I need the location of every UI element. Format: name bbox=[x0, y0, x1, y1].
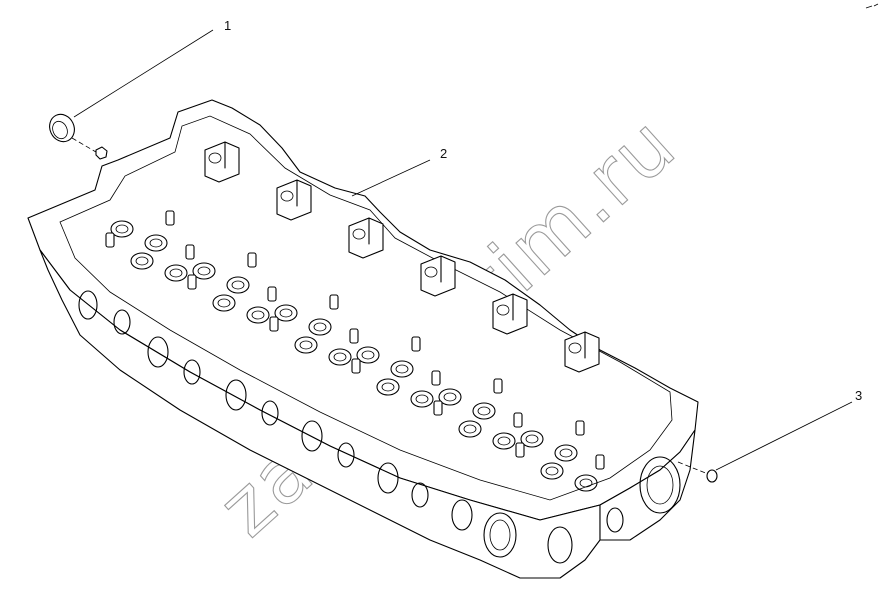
stud bbox=[165, 210, 175, 226]
valve-seat bbox=[390, 360, 414, 378]
rocker-bore bbox=[352, 228, 366, 240]
leader-line-3 bbox=[715, 401, 853, 471]
valve-seat-inner bbox=[497, 436, 511, 446]
valve-seat bbox=[472, 402, 496, 420]
head-end-face bbox=[599, 429, 696, 541]
stud bbox=[267, 286, 277, 302]
valve-seat-inner bbox=[279, 308, 293, 318]
stud bbox=[433, 400, 443, 416]
stud bbox=[493, 378, 503, 394]
valve-seat bbox=[356, 346, 380, 364]
valve-seat-inner bbox=[251, 310, 265, 320]
valve-seat bbox=[438, 388, 462, 406]
part-1-plug-cap bbox=[49, 113, 108, 160]
leader-line-1 bbox=[73, 29, 214, 118]
valve-seat-inner bbox=[313, 322, 327, 332]
rocker-pedestals bbox=[204, 141, 600, 373]
valve-seat-inner bbox=[443, 392, 457, 402]
callout-2-label: 2 bbox=[440, 146, 447, 161]
valve-seat-inner bbox=[217, 298, 231, 308]
valve-seat bbox=[164, 264, 188, 282]
valve-seat-inner bbox=[135, 256, 149, 266]
side-ports bbox=[78, 290, 573, 564]
valve-seat-inner bbox=[381, 382, 395, 392]
stud bbox=[351, 358, 361, 374]
rocker-bore bbox=[208, 152, 222, 164]
valve-seat-inner bbox=[579, 478, 593, 488]
rocker-pedestal bbox=[564, 331, 600, 373]
stud bbox=[247, 252, 257, 268]
rocker-bore bbox=[424, 266, 438, 278]
valve-seat-inner bbox=[231, 280, 245, 290]
valve-seat-inner bbox=[477, 406, 491, 416]
rocker-pedestal bbox=[204, 141, 240, 183]
valve-seat-inner bbox=[415, 394, 429, 404]
valve-seat bbox=[308, 318, 332, 336]
valve-seat-inner bbox=[299, 340, 313, 350]
valve-seat bbox=[458, 420, 482, 438]
rocker-pedestal bbox=[348, 217, 384, 259]
valve-seat-inner bbox=[395, 364, 409, 374]
stud bbox=[329, 294, 339, 310]
valve-seat bbox=[274, 304, 298, 322]
end-face-bore bbox=[606, 456, 681, 533]
stud bbox=[187, 274, 197, 290]
stud bbox=[575, 420, 585, 436]
valve-seat bbox=[574, 474, 598, 492]
valve-seat bbox=[192, 262, 216, 280]
stud bbox=[269, 316, 279, 332]
valve-seat bbox=[554, 444, 578, 462]
valve-seat-inner bbox=[545, 466, 559, 476]
valve-seat bbox=[328, 348, 352, 366]
rocker-bore bbox=[280, 190, 294, 202]
rocker-pedestal bbox=[492, 293, 528, 335]
valve-seat bbox=[212, 294, 236, 312]
valve-seat-inner bbox=[361, 350, 375, 360]
valve-seat bbox=[410, 390, 434, 408]
leader-lines bbox=[73, 29, 853, 471]
valve-seat bbox=[294, 336, 318, 354]
stud bbox=[515, 442, 525, 458]
leader-line-2 bbox=[351, 159, 431, 197]
valve-seat-inner bbox=[463, 424, 477, 434]
stud bbox=[595, 454, 605, 470]
valve-seat bbox=[540, 462, 564, 480]
rocker-bore bbox=[568, 342, 582, 354]
rocker-pedestal bbox=[420, 255, 456, 297]
valve-seat bbox=[492, 432, 516, 450]
valve-seat-inner bbox=[197, 266, 211, 276]
valve-seat bbox=[226, 276, 250, 294]
stud bbox=[431, 370, 441, 386]
stud bbox=[185, 244, 195, 260]
valve-seat-inner bbox=[149, 238, 163, 248]
valve-seat-inner bbox=[333, 352, 347, 362]
top-face-features bbox=[105, 210, 605, 492]
rocker-bore bbox=[496, 304, 510, 316]
head-side-face bbox=[39, 249, 601, 579]
valve-seat bbox=[246, 306, 270, 324]
valve-seat-inner bbox=[169, 268, 183, 278]
stud bbox=[513, 412, 523, 428]
valve-seat-inner bbox=[559, 448, 573, 458]
valve-seat bbox=[110, 220, 134, 238]
valve-seat bbox=[376, 378, 400, 396]
valve-seat bbox=[144, 234, 168, 252]
valve-seat-inner bbox=[525, 434, 539, 444]
valve-seat-inner bbox=[115, 224, 129, 234]
valve-seat bbox=[130, 252, 154, 270]
callout-1-label: 1 bbox=[224, 18, 231, 33]
stud bbox=[411, 336, 421, 352]
stud bbox=[349, 328, 359, 344]
corner-mark bbox=[865, 3, 879, 9]
rocker-pedestal bbox=[276, 179, 312, 221]
part-3-plug bbox=[677, 461, 718, 483]
stud bbox=[105, 232, 115, 248]
cylinder-head-drawing bbox=[27, 99, 699, 579]
valve-seat bbox=[520, 430, 544, 448]
callout-3-label: 3 bbox=[855, 388, 862, 403]
